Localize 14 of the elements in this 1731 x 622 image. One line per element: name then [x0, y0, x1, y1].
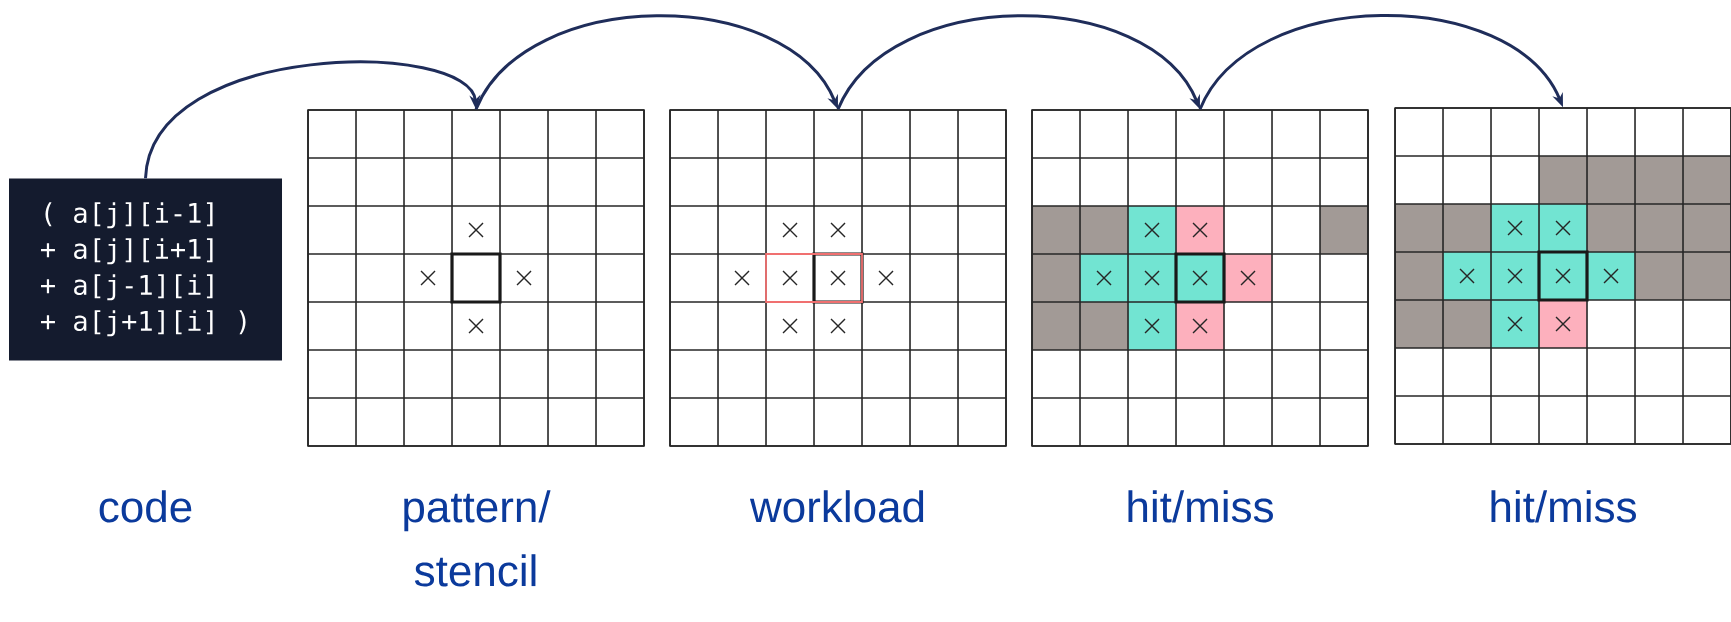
arrow — [1198, 14, 1563, 110]
node-label: hit/miss — [1491, 490, 1636, 523]
node-label: code — [99, 490, 192, 523]
arrow — [836, 14, 1200, 110]
grid-drawing — [1031, 109, 1369, 447]
grid-drawing — [669, 109, 1007, 447]
grid-drawing — [1394, 107, 1731, 445]
code-box: ( a[j][i-1] + a[j][i+1] + a[j-1][i] + a[j+1][i] ) — [9, 178, 282, 361]
node-label: pattern/ stencil — [404, 490, 551, 587]
node-label: workload — [749, 490, 924, 523]
arrow — [144, 60, 481, 179]
grid-drawing — [307, 109, 645, 447]
node-label: hit/miss — [1128, 490, 1273, 523]
arrow — [474, 14, 838, 110]
